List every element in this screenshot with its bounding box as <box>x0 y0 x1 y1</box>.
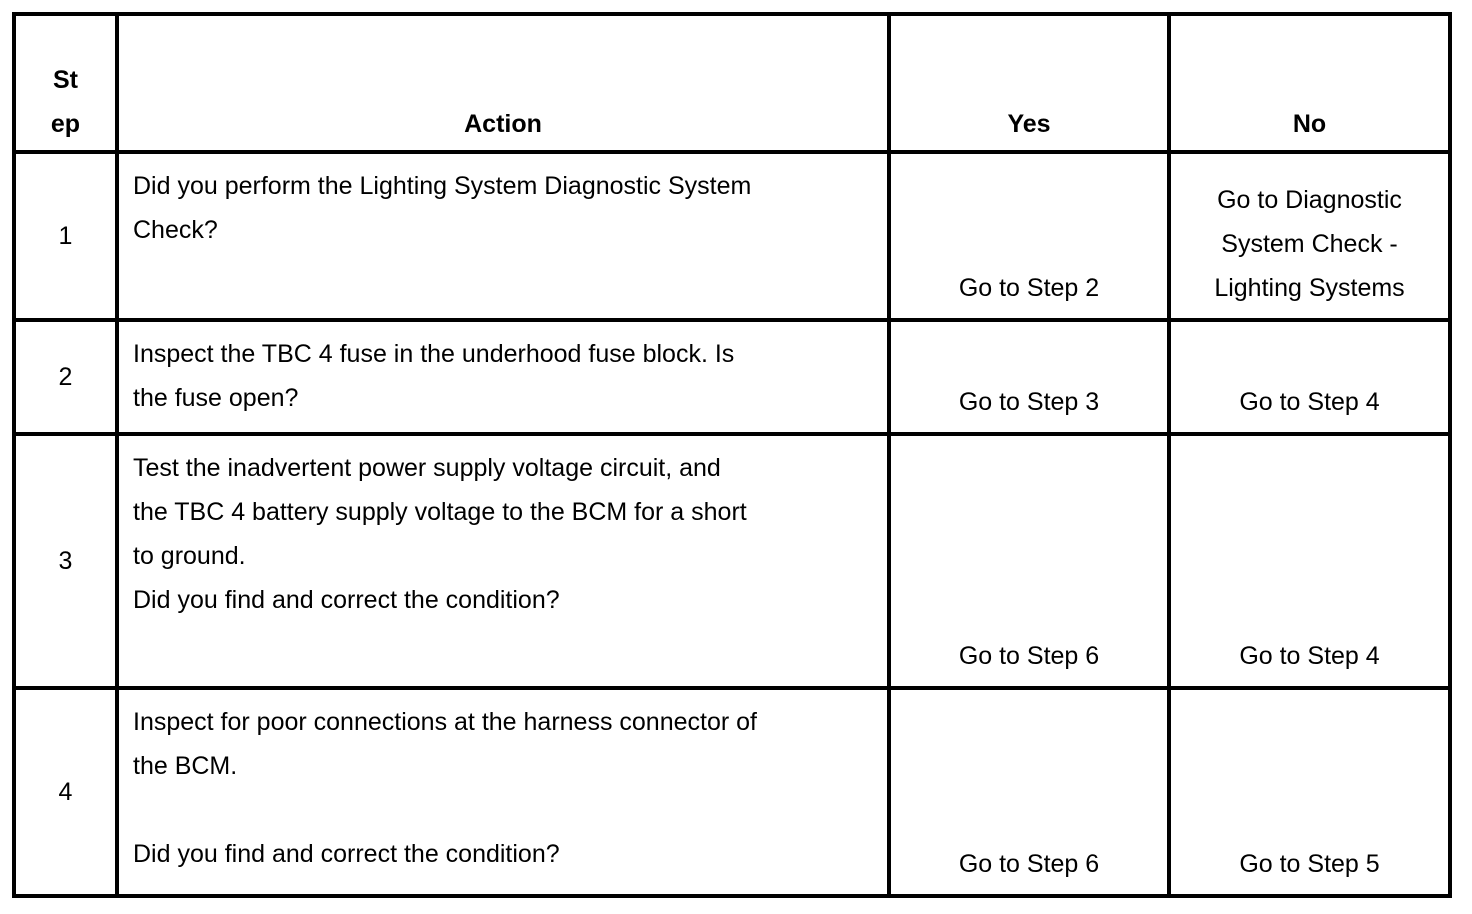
yes-result-1: Go to Step 2 <box>887 150 1171 322</box>
table-row-step-2: 2 Inspect the TBC 4 fuse in the underhoo… <box>12 318 1452 436</box>
yes-result-2: Go to Step 3 <box>887 318 1171 436</box>
diagnostic-step-table: St ep Action Yes No 1 Did you perform th… <box>12 12 1452 898</box>
no-result-3: Go to Step 4 <box>1167 432 1452 690</box>
no-result-1: Go to Diagnostic System Check - Lighting… <box>1167 150 1452 322</box>
table-row-step-4: 4 Inspect for poor connections at the ha… <box>12 686 1452 898</box>
col-header-no: No <box>1167 12 1452 154</box>
step-number-3: 3 <box>12 432 119 690</box>
table-row-step-3: 3 Test the inadvertent power supply volt… <box>12 432 1452 690</box>
no-result-2: Go to Step 4 <box>1167 318 1452 436</box>
header-row: St ep Action Yes No <box>12 12 1452 154</box>
action-text-2: Inspect the TBC 4 fuse in the underhood … <box>115 318 891 436</box>
step-number-2: 2 <box>12 318 119 436</box>
action-text-4: Inspect for poor connections at the harn… <box>115 686 891 898</box>
col-header-yes: Yes <box>887 12 1171 154</box>
col-header-action: Action <box>115 12 891 154</box>
no-result-4: Go to Step 5 <box>1167 686 1452 898</box>
table-row-step-1: 1 Did you perform the Lighting System Di… <box>12 150 1452 322</box>
col-header-step: St ep <box>12 12 119 154</box>
yes-result-4: Go to Step 6 <box>887 686 1171 898</box>
step-number-1: 1 <box>12 150 119 322</box>
action-text-3: Test the inadvertent power supply voltag… <box>115 432 891 690</box>
step-number-4: 4 <box>12 686 119 898</box>
action-text-1: Did you perform the Lighting System Diag… <box>115 150 891 322</box>
yes-result-3: Go to Step 6 <box>887 432 1171 690</box>
